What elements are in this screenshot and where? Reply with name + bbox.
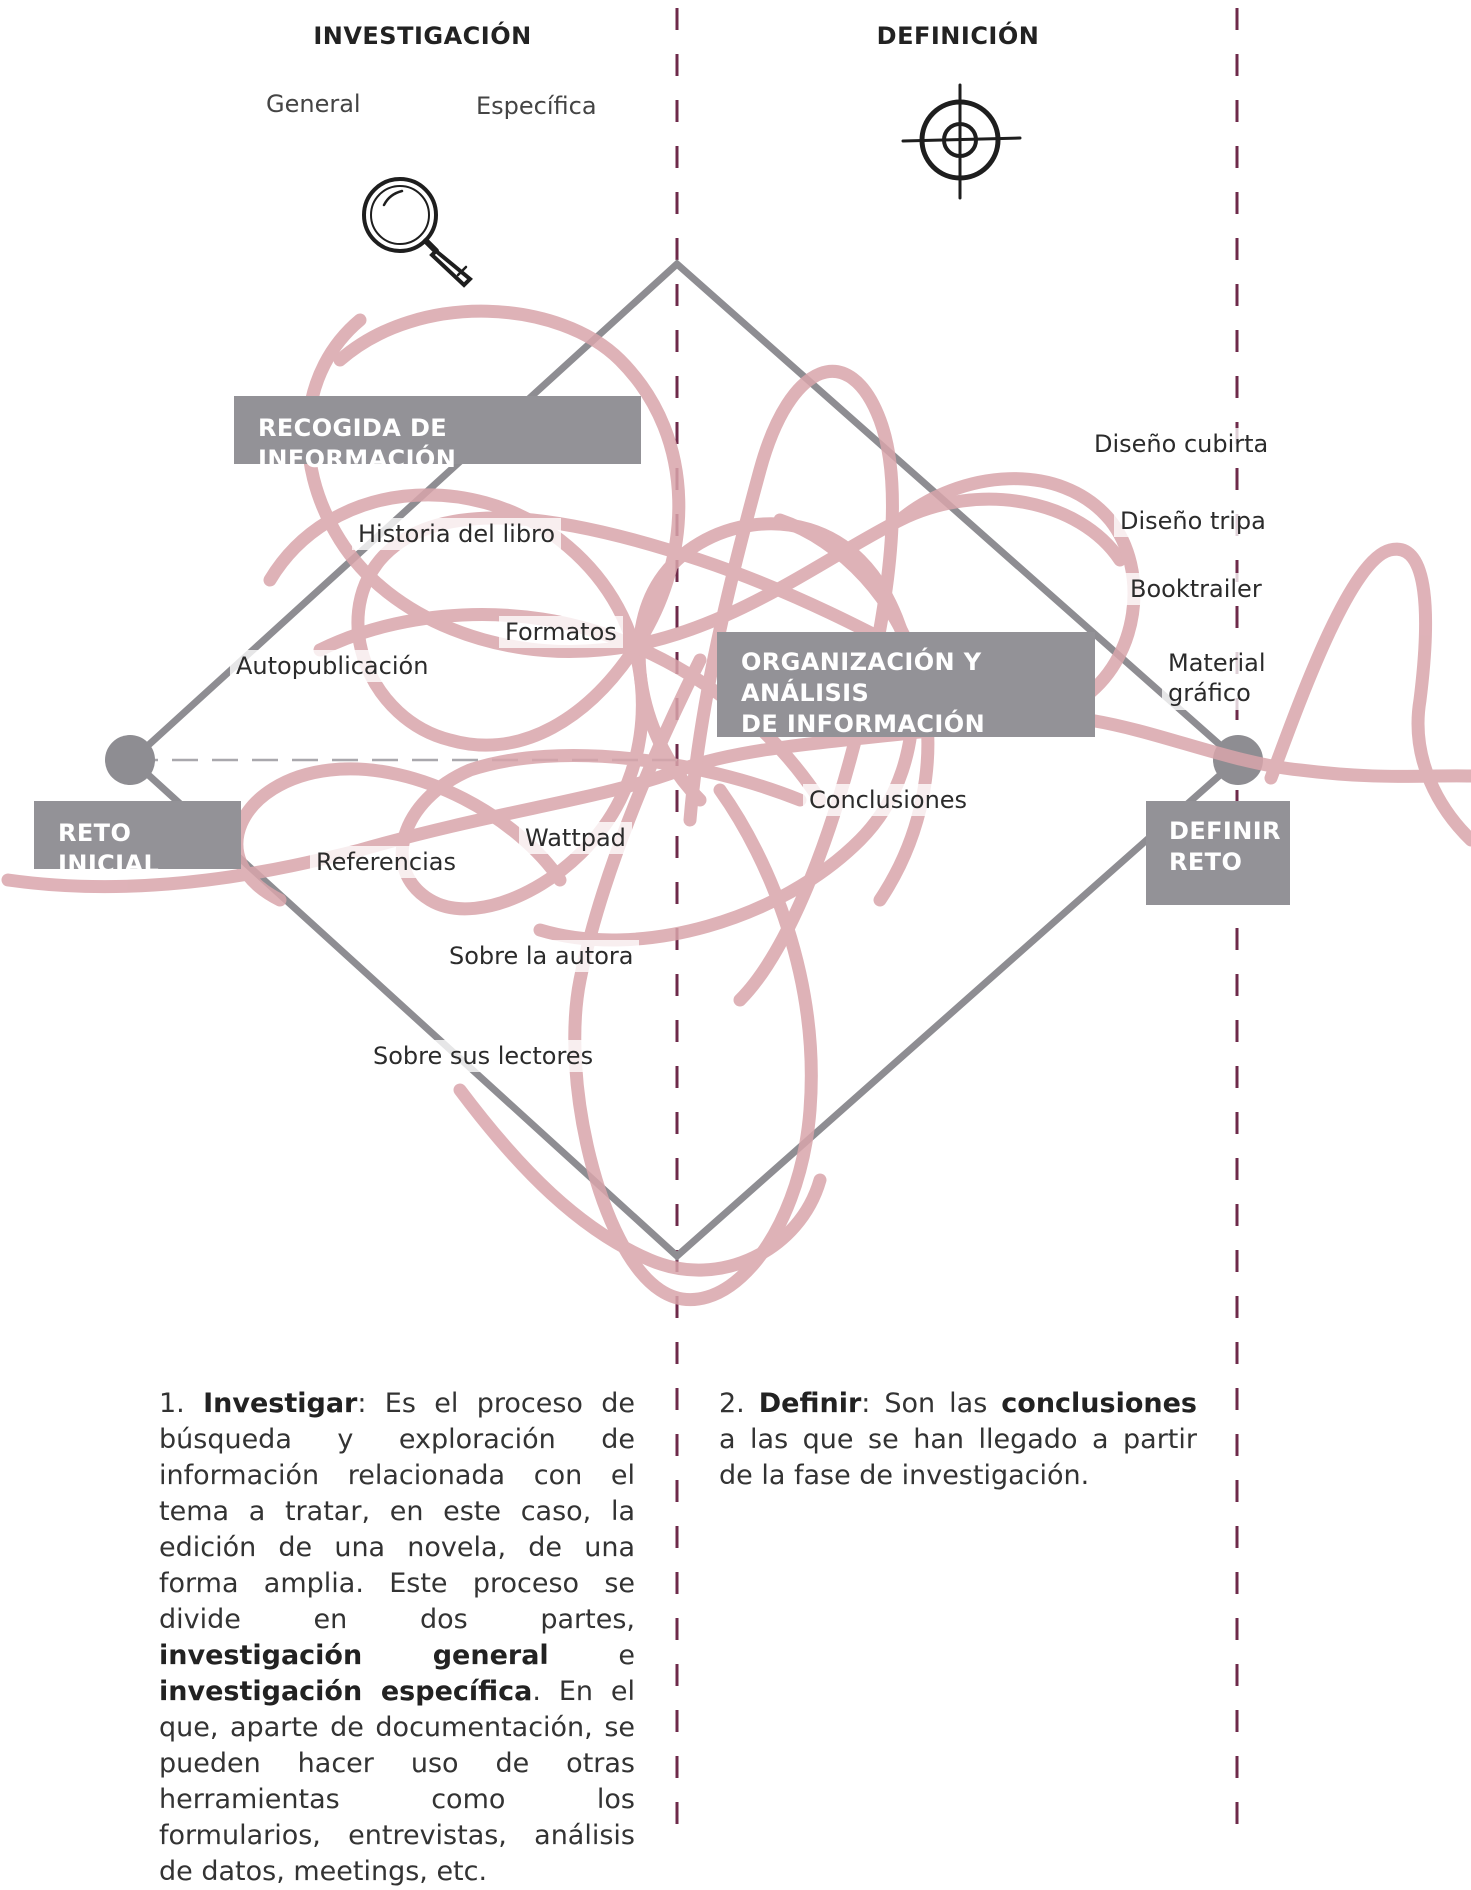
- para-left-bold-general: investigación general: [159, 1640, 549, 1671]
- label-diseno-tripa: Diseño tripa: [1114, 505, 1272, 537]
- magnifying-glass-icon: [362, 177, 473, 288]
- box-organizacion-line1: ORGANIZACIÓN Y ANÁLISIS: [741, 648, 982, 707]
- label-sobre-la-autora: Sobre la autora: [443, 940, 640, 972]
- box-recogida-label: RECOGIDA DE INFORMACIÓN: [258, 414, 457, 473]
- label-referencias: Referencias: [310, 846, 462, 878]
- box-definir-reto: DEFINIR RETO: [1146, 801, 1290, 905]
- crosshair-target-icon: [901, 83, 1022, 200]
- header-investigacion: INVESTIGACIÓN: [313, 22, 532, 50]
- box-recogida-informacion: RECOGIDA DE INFORMACIÓN: [234, 396, 641, 473]
- label-material-line2: gráfico: [1168, 679, 1251, 707]
- para-right-text-1: : Son las: [861, 1388, 1002, 1419]
- diamond-shape: [126, 259, 1243, 1261]
- label-formatos: Formatos: [499, 616, 623, 648]
- box-definir-line2: RETO: [1169, 848, 1243, 876]
- para-left-text-1: : Es el proceso de búsqueda y exploració…: [159, 1388, 635, 1635]
- subheader-general: General: [266, 90, 361, 118]
- paragraph-investigar: 1. Investigar: Es el proceso de búsqueda…: [159, 1386, 635, 1890]
- subheader-especifica: Específica: [476, 92, 597, 120]
- para-left-bold-especifica: investigación específica: [159, 1676, 533, 1707]
- para-left-text-3: . En el que, aparte de documentación, se…: [159, 1676, 635, 1887]
- label-wattpad: Wattpad: [519, 822, 632, 854]
- start-dot: [105, 735, 155, 785]
- header-definicion: DEFINICIÓN: [876, 22, 1040, 50]
- para-left-number: 1.: [159, 1388, 204, 1419]
- label-material-grafico: Material gráfico: [1162, 646, 1272, 710]
- label-material-line1: Material: [1168, 649, 1266, 677]
- label-historia-del-libro: Historia del libro: [352, 518, 562, 550]
- para-right-text-2: a las que se han llegado a partir de la …: [719, 1424, 1197, 1491]
- para-right-bold-conclusiones: conclusiones: [1001, 1388, 1198, 1419]
- para-left-bold-investigar: Investigar: [203, 1388, 358, 1419]
- label-autopublicacion: Autopublicación: [230, 650, 435, 682]
- para-right-bold-definir: Definir: [758, 1388, 862, 1419]
- label-sobre-sus-lectores: Sobre sus lectores: [367, 1040, 600, 1072]
- box-organizacion-analisis: ORGANIZACIÓN Y ANÁLISIS DE INFORMACIÓN: [717, 632, 1095, 738]
- para-right-number: 2.: [719, 1388, 759, 1419]
- para-left-text-2: e: [548, 1640, 635, 1671]
- label-booktrailer: Booktrailer: [1124, 573, 1268, 605]
- paragraph-definir: 2. Definir: Son las conclusiones a las q…: [719, 1386, 1197, 1494]
- box-definir-line1: DEFINIR: [1169, 817, 1281, 845]
- label-conclusiones: Conclusiones: [803, 784, 974, 816]
- box-organizacion-line2: DE INFORMACIÓN: [741, 710, 986, 738]
- box-reto-inicial: RETO INICIAL: [34, 801, 241, 878]
- label-diseno-cubierta: Diseño cubirta: [1088, 428, 1275, 460]
- box-reto-inicial-label: RETO INICIAL: [58, 819, 160, 878]
